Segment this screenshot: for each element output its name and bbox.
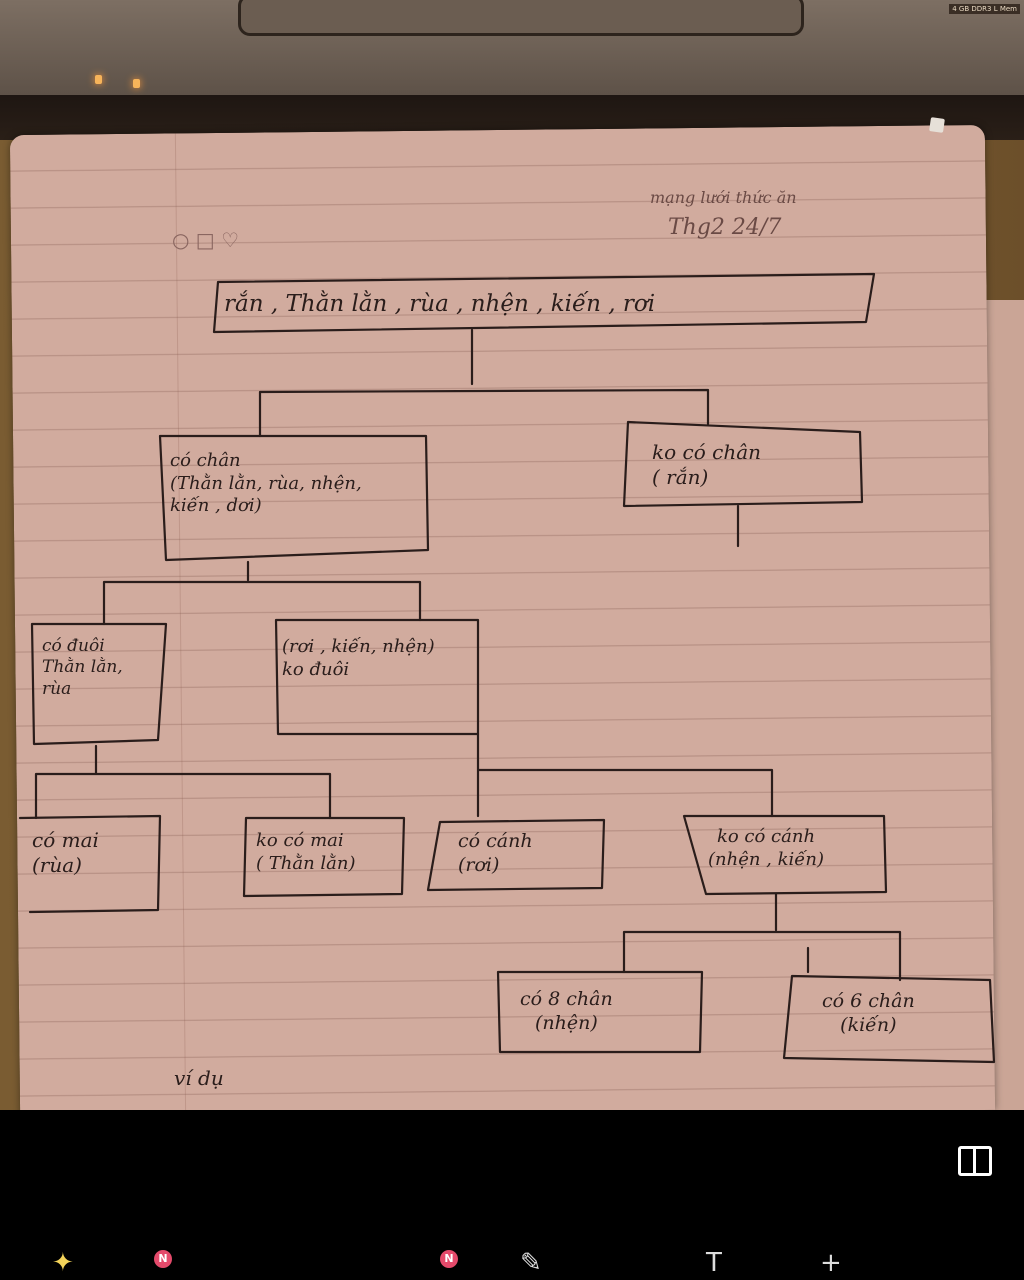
connector: [476, 732, 774, 818]
memory-label: 4 GB DDR3 L Mem: [949, 4, 1020, 14]
viewer-toolbar: [0, 1110, 1024, 1280]
node-co-chan: có chân (Thằn lằn, rùa, nhện, kiến , dơi…: [170, 450, 362, 516]
pen-icon[interactable]: ✎: [520, 1248, 542, 1278]
node-ko-co-chan: ko có chân ( rắn): [652, 440, 762, 489]
led-light: [95, 75, 102, 84]
monitor-bezel: [238, 0, 804, 36]
root-box: [212, 272, 876, 334]
box-ko-co-mai: [242, 816, 406, 898]
leaf-6-chan: có 6 chân (kiến): [822, 990, 915, 1036]
leaf-co-mai: có mai (rùa): [32, 828, 99, 877]
footer-text: ví dụ: [174, 1066, 224, 1090]
leaf-ko-co-mai: ko có mai ( Thằn lằn): [256, 830, 356, 874]
node-ko-duoi: (rơi , kiến, nhện) ko đuôi: [282, 636, 435, 680]
connector: [258, 328, 710, 438]
box-8-chan: [496, 970, 704, 1054]
split-view-icon[interactable]: [958, 1146, 992, 1176]
box-co-duoi: [30, 622, 168, 746]
notification-badge: N: [154, 1250, 172, 1268]
root-label: rắn , Thằn lằn , rùa , nhện , kiến , rơi: [224, 291, 656, 317]
box-ko-co-canh: [682, 814, 888, 896]
add-icon[interactable]: +: [820, 1248, 842, 1278]
connector: [102, 560, 422, 626]
leaf-co-canh: có cánh (rơi): [458, 830, 533, 876]
box-co-mai: [18, 814, 162, 914]
box-co-canh: [426, 818, 606, 892]
notification-badge: N: [440, 1250, 458, 1268]
connector: [622, 892, 902, 982]
led-light: [133, 79, 140, 88]
tree-diagram: [18, 272, 996, 1064]
box-ko-co-chan: [622, 420, 864, 508]
corner-note: mạng lưới thức ăn: [650, 188, 797, 207]
sparkle-icon[interactable]: ✦: [52, 1248, 74, 1278]
leaf-ko-co-canh: ko có cánh (nhện , kiến): [708, 826, 824, 870]
corner-note-date: Thg2 24/7: [668, 215, 782, 240]
node-co-duoi: có đuôi Thằn lằn, rùa: [42, 636, 123, 699]
box-6-chan: [782, 974, 996, 1064]
box-co-chan: [158, 434, 430, 562]
connector: [34, 744, 332, 820]
text-icon[interactable]: T: [706, 1248, 722, 1278]
header-icons: ○ □ ♡: [172, 228, 239, 252]
leaf-8-chan: có 8 chân (nhện): [520, 988, 613, 1034]
monitor: 4 GB DDR3 L Mem: [0, 0, 1024, 95]
